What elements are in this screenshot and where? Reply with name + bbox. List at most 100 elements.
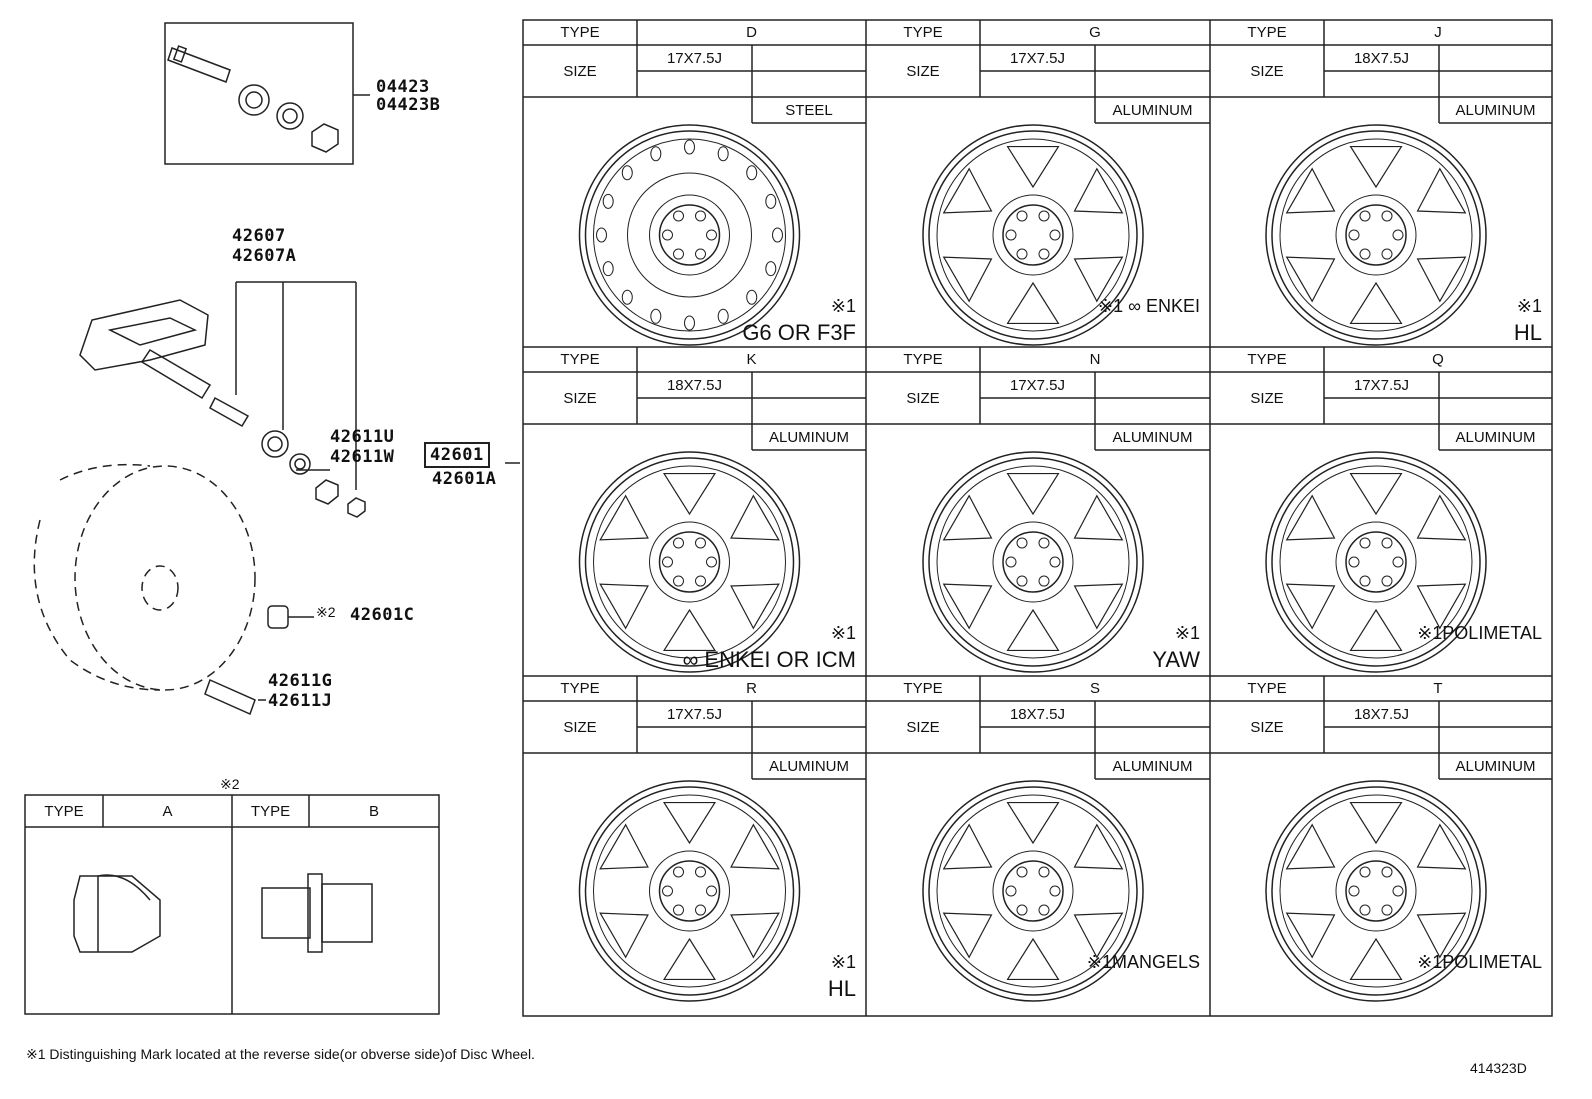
size-label: SIZE: [906, 718, 940, 736]
grommet-part-number-alt[interactable]: 42611W: [330, 447, 395, 467]
material-value: ALUMINUM: [768, 757, 849, 775]
nut-type-b: B: [368, 803, 379, 820]
valve-stem-icon: [167, 45, 339, 153]
diagram-id: 414323D: [1470, 1060, 1527, 1076]
sensor-part-number-alt[interactable]: 42607A: [232, 246, 297, 266]
nut-b-icon: [261, 873, 373, 953]
wheel-cell-grid: [1210, 20, 1552, 346]
distinguishing-mark: ※1 ∞ ENKEI: [1098, 296, 1200, 316]
size-value: 17X7.5J: [1353, 376, 1410, 394]
size-value: 18X7.5J: [1009, 705, 1066, 723]
wheel-q-icon: [1265, 451, 1487, 673]
distinguishing-mark: ※1: [1516, 296, 1542, 316]
size-label: SIZE: [563, 718, 597, 736]
size-label: SIZE: [906, 389, 940, 407]
wheel-cell-grid: [523, 347, 866, 673]
size-label: SIZE: [1250, 718, 1284, 736]
size-label: SIZE: [1250, 62, 1284, 80]
nut-table-note: ※2: [220, 776, 240, 792]
nut-a-icon: [73, 874, 161, 953]
size-label: SIZE: [1250, 389, 1284, 407]
grommet-part-number[interactable]: 42611U: [330, 427, 395, 447]
valve-kit-part-number-alt[interactable]: 04423B: [376, 95, 441, 115]
distinguishing-mark: ※1MANGELS: [1086, 952, 1200, 972]
wheel-cell-grid: [523, 20, 866, 346]
type-value: D: [746, 24, 757, 41]
distinguishing-mark-2: HL: [1513, 320, 1542, 345]
wheel-k-icon: [578, 451, 801, 673]
wheel-cell-grid: [1210, 347, 1552, 673]
size-label: SIZE: [563, 62, 597, 80]
wheel-cell-grid: [866, 676, 1210, 1002]
tire-outline: [33, 463, 256, 691]
wheel-grid: [522, 19, 1553, 1017]
wheel-j-icon: [1265, 124, 1487, 346]
material-value: ALUMINUM: [1455, 428, 1536, 446]
distinguishing-mark-2: YAW: [1152, 647, 1200, 672]
valve-g-part-number-alt[interactable]: 42611J: [268, 691, 333, 711]
distinguishing-mark: ※1: [830, 623, 856, 643]
valve-kit-box: [164, 22, 354, 165]
material-value: ALUMINUM: [1455, 757, 1536, 775]
hub-nut-part-number[interactable]: 42601C: [350, 605, 415, 625]
tpms-sensor-icon: [79, 299, 366, 518]
material-value: ALUMINUM: [1112, 428, 1193, 446]
size-value: 18X7.5J: [1353, 49, 1410, 67]
sensor-part-number[interactable]: 42607: [232, 226, 286, 246]
type-value: Q: [1432, 351, 1444, 368]
type-value: N: [1089, 351, 1101, 368]
size-label: SIZE: [563, 389, 597, 407]
wheel-t-icon: [1265, 780, 1487, 1002]
wheel-n-icon: [922, 451, 1144, 673]
size-value: 17X7.5J: [1009, 49, 1066, 67]
size-value: 17X7.5J: [666, 705, 723, 723]
wheel-part-number-alt[interactable]: 42601A: [432, 469, 497, 489]
size-value: 18X7.5J: [666, 376, 723, 394]
material-value: ALUMINUM: [1455, 101, 1536, 119]
distinguishing-mark-2: G6 OR F3F: [742, 320, 856, 345]
distinguishing-mark-2: HL: [827, 976, 856, 1001]
wheel-g-icon: [922, 124, 1144, 346]
type-label: TYPE: [1247, 680, 1287, 697]
type-value: G: [1089, 24, 1101, 41]
nut-type-a: A: [162, 803, 173, 820]
nut-type-a-label: TYPE: [44, 803, 84, 820]
material-value: ALUMINUM: [768, 428, 849, 446]
type-value: K: [746, 351, 757, 368]
type-value: T: [1433, 680, 1443, 697]
wheel-cell-grid: [523, 676, 866, 1002]
size-value: 17X7.5J: [1009, 376, 1066, 394]
material-value: STEEL: [785, 101, 833, 119]
type-label: TYPE: [903, 351, 943, 368]
distinguishing-mark: ※1: [1174, 623, 1200, 643]
valve-g-part-number[interactable]: 42611G: [268, 671, 333, 691]
wheel-cell-grid: [866, 347, 1210, 673]
valve-kit-part-number[interactable]: 04423: [376, 77, 430, 97]
distinguishing-mark-2: ∞ ENKEI OR ICM: [682, 647, 856, 672]
wheel-d-icon: [578, 124, 801, 346]
type-label: TYPE: [1247, 351, 1287, 368]
distinguishing-mark: ※1POLIMETAL: [1417, 952, 1542, 972]
size-label: SIZE: [906, 62, 940, 80]
wheel-cell-grid: [866, 20, 1210, 346]
type-label: TYPE: [1247, 24, 1287, 41]
footnote: ※1 Distinguishing Mark located at the re…: [26, 1046, 535, 1062]
wheel-s-icon: [922, 780, 1144, 1002]
nut-note-mark: ※2: [316, 604, 336, 620]
type-value: R: [746, 680, 757, 697]
nut-type-b-label: TYPE: [250, 803, 291, 820]
type-value: S: [1089, 680, 1100, 697]
size-value: 18X7.5J: [1353, 705, 1410, 723]
wheel-cell-t[interactable]: TYPE T SIZE 18X7.5J ALUMINUM ※1POLIMETAL: [1210, 676, 1552, 1016]
material-value: ALUMINUM: [1112, 101, 1193, 119]
wheel-part-number[interactable]: 42601: [424, 442, 490, 468]
